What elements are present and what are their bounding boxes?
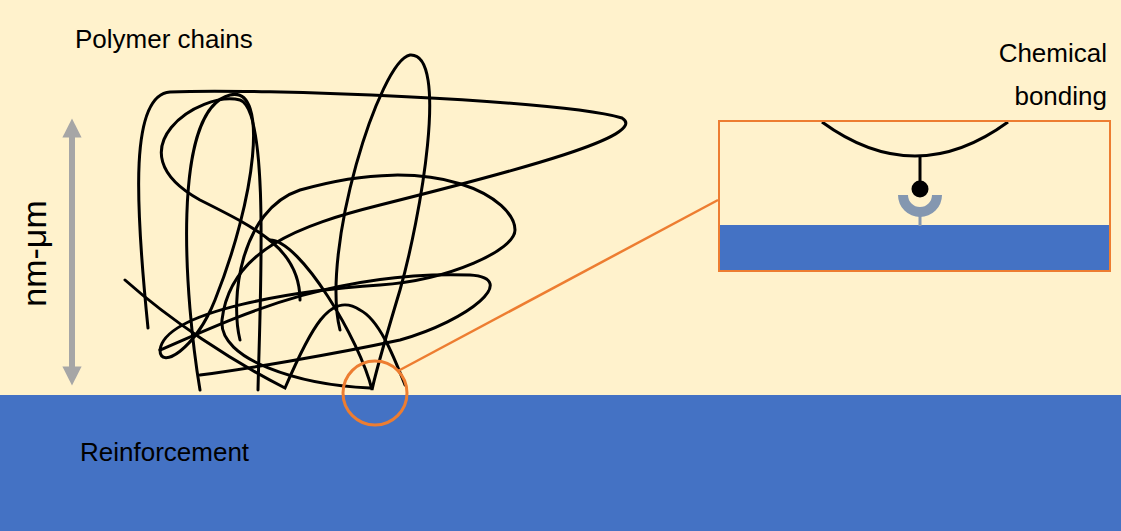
chain [160, 275, 490, 375]
region-label: Reinforcement [80, 437, 249, 468]
inset-chain [822, 122, 1008, 156]
polymer-chains [125, 55, 626, 390]
reinforcement-fill [0, 395, 1121, 531]
binding-site [898, 195, 942, 217]
inset-reinforcement [719, 225, 1110, 271]
chain [125, 280, 405, 388]
chain [139, 91, 626, 388]
chain [161, 99, 300, 390]
zoom-leader [398, 200, 718, 371]
zoom-circle [343, 361, 407, 425]
figure-label: Polymer chains [75, 24, 253, 55]
functional-group [912, 181, 929, 198]
reinforcement-band: Reinforcement [0, 395, 1121, 531]
inset-heading: Chemical bonding [937, 32, 1107, 118]
scale-label: nm-μm [15, 200, 54, 306]
bond-stem [919, 156, 922, 182]
scale-arrow [69, 128, 75, 376]
inset-box: Chemical bonding [718, 120, 1111, 272]
